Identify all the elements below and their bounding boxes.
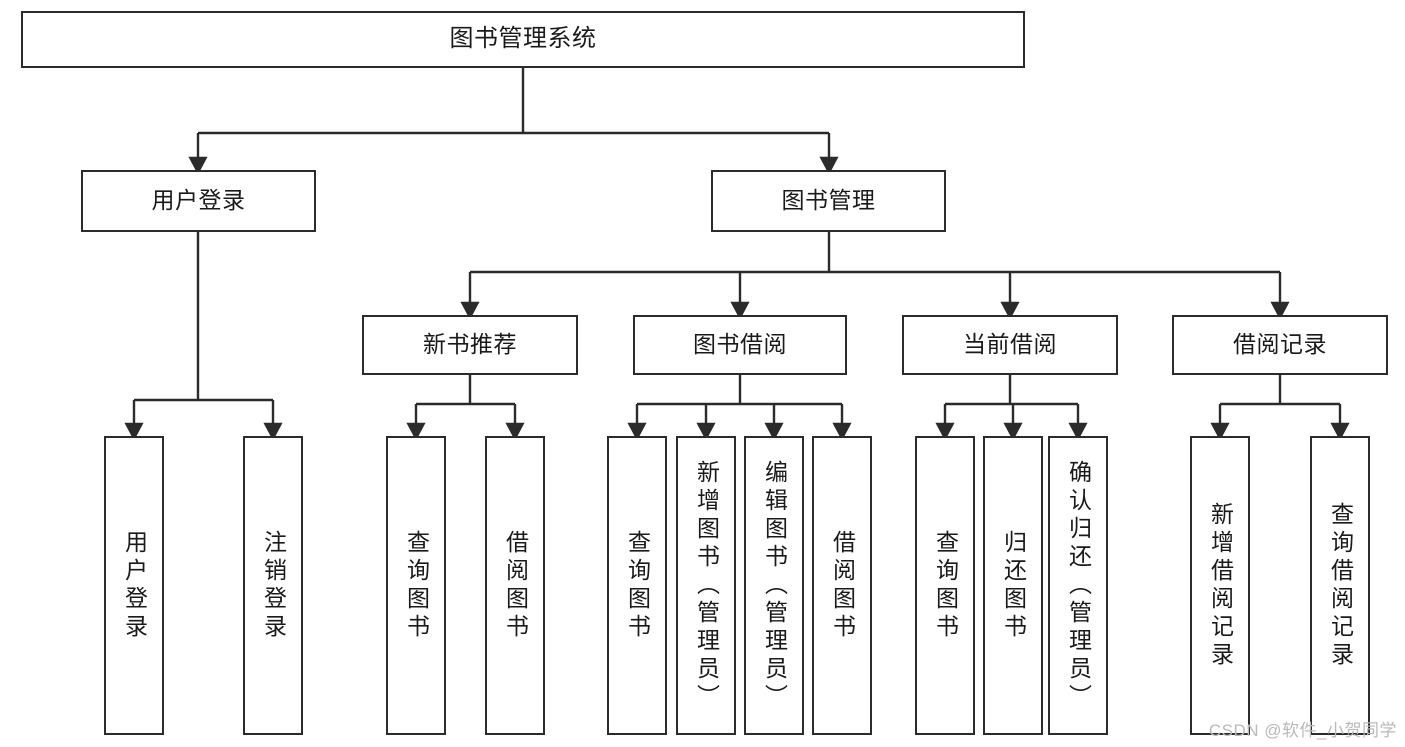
- node-new-book-recommend[interactable]: 新书推荐: [362, 315, 578, 375]
- node-leaf-borrow-book-2[interactable]: 借阅图书: [812, 436, 872, 735]
- node-book-manage-label: 图书管理: [781, 187, 876, 214]
- node-leaf-confirm-return[interactable]: 确认归还（管理员）: [1048, 436, 1108, 735]
- node-leaf-edit-book-label: 编辑图书（管理员）: [761, 459, 788, 712]
- node-current-borrow[interactable]: 当前借阅: [902, 315, 1118, 375]
- node-root[interactable]: 图书管理系统: [21, 11, 1025, 68]
- node-leaf-confirm-return-label: 确认归还（管理员）: [1065, 459, 1092, 712]
- node-leaf-query-book-1-label: 查询图书: [403, 529, 430, 642]
- node-leaf-logout[interactable]: 注销登录: [243, 436, 303, 735]
- watermark: CSDN @软件_小贺同学: [1208, 721, 1397, 740]
- node-leaf-add-book-label: 新增图书（管理员）: [693, 459, 720, 712]
- node-current-borrow-label: 当前借阅: [963, 331, 1057, 358]
- node-leaf-add-record-label: 新增借阅记录: [1207, 501, 1234, 670]
- node-leaf-borrow-book-1-label: 借阅图书: [502, 529, 529, 642]
- node-user-login-label: 用户登录: [151, 187, 246, 214]
- node-new-book-recommend-label: 新书推荐: [423, 331, 517, 358]
- node-leaf-query-book-3-label: 查询图书: [932, 529, 959, 642]
- node-leaf-borrow-book-1[interactable]: 借阅图书: [485, 436, 545, 735]
- node-leaf-add-record[interactable]: 新增借阅记录: [1190, 436, 1250, 735]
- node-leaf-query-book-1[interactable]: 查询图书: [386, 436, 446, 735]
- node-borrow-record[interactable]: 借阅记录: [1172, 315, 1388, 375]
- node-leaf-borrow-book-2-label: 借阅图书: [829, 529, 856, 642]
- node-leaf-query-book-2-label: 查询图书: [624, 529, 651, 642]
- node-leaf-query-record[interactable]: 查询借阅记录: [1310, 436, 1370, 735]
- node-leaf-return-book-label: 归还图书: [1000, 529, 1027, 642]
- node-book-manage[interactable]: 图书管理: [711, 170, 946, 232]
- node-user-login[interactable]: 用户登录: [81, 170, 316, 232]
- node-book-borrow[interactable]: 图书借阅: [633, 315, 847, 375]
- node-leaf-return-book[interactable]: 归还图书: [983, 436, 1043, 735]
- node-leaf-logout-label: 注销登录: [260, 529, 287, 642]
- node-book-borrow-label: 图书借阅: [693, 331, 787, 358]
- node-leaf-user-login[interactable]: 用户登录: [104, 436, 164, 735]
- node-leaf-query-record-label: 查询借阅记录: [1327, 501, 1354, 670]
- node-root-label: 图书管理系统: [449, 25, 597, 53]
- node-leaf-add-book[interactable]: 新增图书（管理员）: [676, 436, 736, 735]
- node-leaf-edit-book[interactable]: 编辑图书（管理员）: [744, 436, 804, 735]
- node-leaf-user-login-label: 用户登录: [121, 529, 148, 642]
- node-leaf-query-book-3[interactable]: 查询图书: [915, 436, 975, 735]
- node-borrow-record-label: 借阅记录: [1233, 331, 1327, 358]
- node-leaf-query-book-2[interactable]: 查询图书: [607, 436, 667, 735]
